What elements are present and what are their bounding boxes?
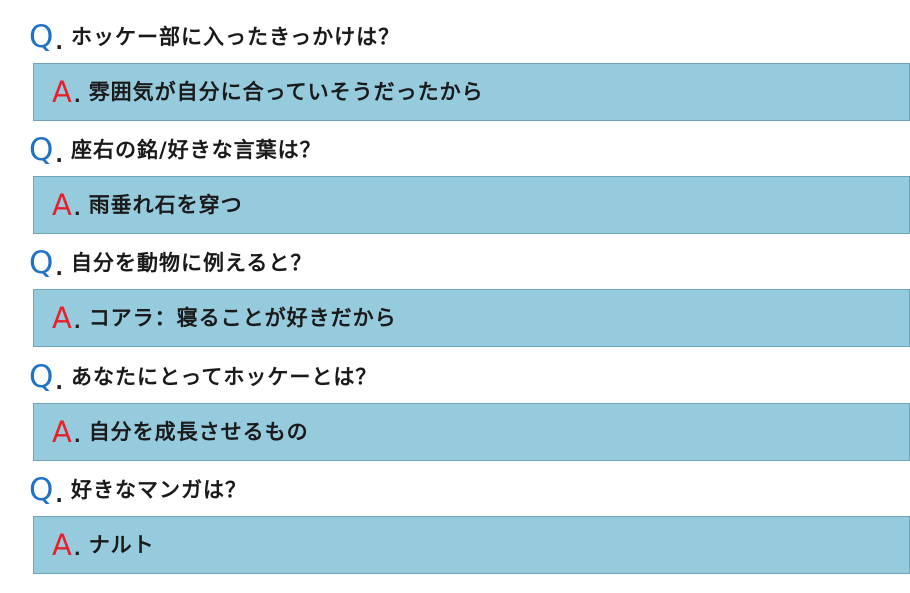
question-text: 好きなマンガは？: [71, 477, 248, 502]
question-text: ホッケー部に入ったきっかけは？: [71, 24, 401, 49]
answer-box: A . 雨垂れ石を穿つ: [33, 176, 910, 234]
a-marker: A: [52, 527, 72, 562]
qa-item-3: Q . 自分を動物に例えると？ A . コアラ：寝ることが好きだから: [0, 226, 910, 347]
question-row: Q . あなたにとってホッケーとは？: [29, 360, 377, 394]
a-marker: A: [52, 414, 72, 449]
question-row: Q . ホッケー部に入ったきっかけは？: [29, 20, 400, 54]
answer-text: コアラ：寝ることが好きだから: [88, 305, 397, 330]
qa-item-2: Q . 座右の銘/好きな言葉は？ A . 雨垂れ石を穿つ: [0, 113, 910, 234]
a-marker: A: [52, 187, 72, 222]
question-row: Q . 好きなマンガは？: [29, 473, 247, 507]
q-marker: Q: [29, 471, 54, 508]
question-text: 自分を動物に例えると？: [71, 250, 313, 275]
a-marker: A: [52, 74, 72, 109]
q-dot: .: [55, 256, 64, 280]
question-row: Q . 座右の銘/好きな言葉は？: [29, 133, 322, 167]
answer-box: A . 雰囲気が自分に合っていそうだったから: [33, 63, 910, 121]
q-dot: .: [55, 143, 64, 167]
q-marker: Q: [29, 131, 54, 168]
answer-box: A . コアラ：寝ることが好きだから: [33, 289, 910, 347]
q-marker: Q: [29, 358, 54, 395]
q-dot: .: [55, 30, 64, 54]
question-text: あなたにとってホッケーとは？: [71, 364, 378, 389]
q-dot: .: [55, 483, 64, 507]
a-marker: A: [52, 300, 72, 335]
answer-box: A . 自分を成長させるもの: [33, 403, 910, 461]
q-marker: Q: [29, 244, 54, 281]
qa-item-1: Q . ホッケー部に入ったきっかけは？ A . 雰囲気が自分に合っていそうだった…: [0, 0, 910, 121]
answer-box: A . ナルト: [33, 516, 910, 574]
a-dot: .: [73, 312, 81, 333]
question-row: Q . 自分を動物に例えると？: [29, 246, 312, 280]
answer-text: 雰囲気が自分に合っていそうだったから: [88, 79, 484, 104]
question-text: 座右の銘/好きな言葉は？: [71, 137, 322, 162]
answer-text: ナルト: [88, 532, 155, 557]
qa-item-5: Q . 好きなマンガは？ A . ナルト: [0, 453, 910, 574]
a-dot: .: [73, 539, 81, 560]
qa-item-4: Q . あなたにとってホッケーとは？ A . 自分を成長させるもの: [0, 340, 910, 461]
q-dot: .: [55, 370, 64, 394]
a-dot: .: [73, 199, 81, 220]
answer-text: 自分を成長させるもの: [88, 419, 309, 444]
answer-text: 雨垂れ石を穿つ: [88, 192, 243, 217]
q-marker: Q: [29, 18, 54, 55]
a-dot: .: [73, 426, 81, 447]
a-dot: .: [73, 86, 81, 107]
